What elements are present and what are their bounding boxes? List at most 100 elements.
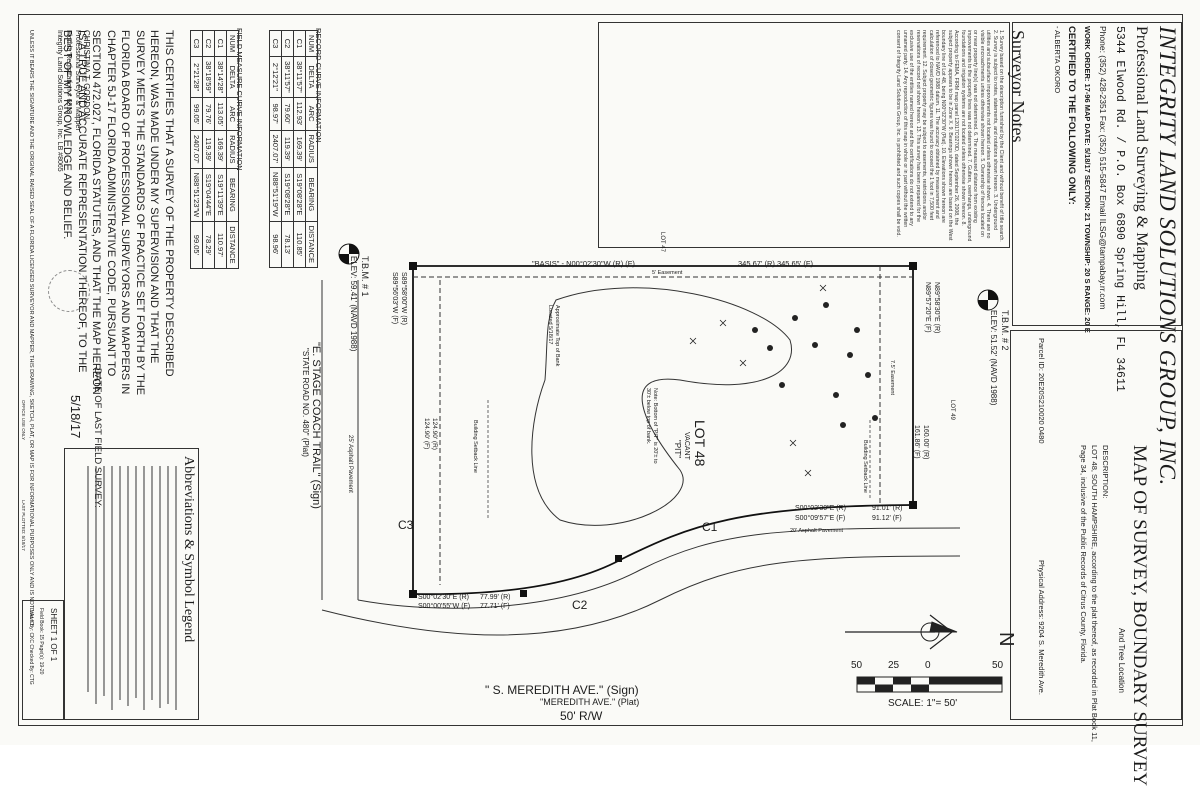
header-cell: RADIUS (226, 130, 239, 169)
table-cell: 78.29' (202, 221, 215, 269)
last-plotted: LAST PLOTTED: 5/18/17 (21, 500, 26, 551)
south2-bearing-field: S00°00'55"W (F) (418, 603, 471, 610)
building-setback-lines (487, 400, 871, 520)
setback-label-west: Building Setback Line (472, 420, 478, 473)
table-cell: C2 (281, 30, 294, 57)
legend-box (64, 448, 199, 720)
legend-entries (87, 466, 177, 710)
east-distance-field: 161.86' (F) (913, 425, 920, 459)
monument-icons (409, 262, 917, 598)
scale-tick: 0 (925, 660, 931, 671)
surveyor-notes-text: 1. Survey based on the description furni… (895, 30, 1005, 242)
map-title-box (1010, 330, 1182, 720)
table-cell: 119.39' (281, 130, 294, 168)
header-cell: DELTA (226, 56, 239, 98)
curve-c3-label: C3 (398, 518, 414, 532)
scale-tick: 50 (851, 660, 863, 671)
office-use: OFFICE USE ONLY (21, 400, 26, 441)
tbm-2-elevation: ELEV: 51.52' (NAVD 1988) (989, 310, 998, 406)
certified-to-heading: CERTIFIED TO THE FOLLOWING ONLY: (1066, 26, 1077, 205)
lot-48-label: LOT 48 (692, 420, 708, 467)
east-distance-record: 160.00' (R) (922, 425, 929, 460)
pit-outline (531, 287, 792, 526)
south-distance-record: 91.01' (R) (872, 505, 903, 512)
table-cell: 2°21'28" (190, 56, 203, 98)
east-easement: 7.5' Easement (889, 360, 895, 395)
table-cell: 38°11'57" (281, 56, 294, 98)
table-row: C1 38°14'28" 113.05' 169.39' S19°11'39"E… (214, 30, 227, 269)
surveyor-company: Integrity Land Solutions Group, Inc. LB … (56, 30, 63, 172)
table-cell: 2°12'21" (269, 56, 282, 98)
table-cell: 38°14'28" (214, 56, 227, 98)
table-cell: 113.05' (214, 97, 227, 131)
table-cell: 2407.07' (190, 130, 203, 169)
sheet-number: SHEET 1 OF 1 (49, 608, 58, 662)
parcel-id: Parcel ID: 20E20S210020 0480 (1037, 338, 1046, 444)
table-cell: 112.93' (293, 97, 306, 130)
lot-boundary (412, 265, 914, 596)
header-cell: BEARING (305, 167, 318, 222)
lot-49-label: LOT 49 (949, 400, 955, 420)
table-cell: C3 (190, 30, 203, 57)
surveyor-notes-title: Surveyor Notes (1008, 30, 1028, 143)
road-south-label: " S. MEREDITH AVE." (Sign) (485, 683, 639, 697)
table-cell: 99.05' (190, 97, 203, 131)
table-cell: C3 (269, 30, 282, 57)
road-south-plat: "MEREDITH AVE." (Plat) (540, 697, 640, 707)
map-subtitle: And Tree Location (1117, 628, 1126, 693)
table-cell: 119.39' (202, 130, 215, 169)
south-bearing-record: S00°02'30"E (R) (795, 505, 846, 512)
table-cell: 110.97' (214, 221, 227, 269)
surveyor-name: CHRISTINA T. GORDON, (82, 30, 91, 122)
pit-note: Note: Bottom of "PIT" is 20'± to 30'± be… (645, 388, 659, 464)
surveyor-notes-box (598, 22, 1010, 248)
road-east-plat: "STATE ROAD NO. 480" (Plat) (301, 348, 310, 457)
physical-address: Physical Address: 9204 S. Meredith Ave. (1037, 560, 1046, 695)
scale-bar (856, 676, 1003, 693)
last-survey-date: 5/18/17 (68, 395, 83, 439)
header-cell: ARC (305, 97, 318, 130)
header-cell: BEARING (226, 168, 239, 222)
field-book: Field Book: 15 Page(s): 19-20 (38, 608, 44, 675)
road-edges (321, 266, 961, 636)
east-bearing-field: N89°57'20"E (F) (924, 282, 931, 333)
seal-note: UNLESS IT BEARS THE SIGNATURE AND THE OR… (28, 30, 34, 627)
table-cell: 79.60' (281, 97, 294, 130)
south2-distance-record: 77.99' (R) (480, 594, 511, 601)
bank-label: Approximate Top of Bank Located 5/18/17 (547, 305, 561, 367)
survey-map: N (321, 243, 1017, 693)
table-cell: 79.76' (202, 97, 215, 131)
north-arrow-icon (845, 614, 958, 650)
west-bearing-field: S89°56'03"W (F) (391, 272, 398, 325)
table-row: C2 38°18'59" 79.76' 119.39' S19°04'44"E … (202, 30, 215, 269)
pit-label: "PIT" (673, 440, 682, 459)
lot-47-label: LOT 47 (659, 232, 665, 252)
west-distance-field: 124.90' (F) (423, 418, 430, 450)
surveyor-title: Professional Surveyor & Mapper (74, 30, 81, 131)
north-easement: 5' Easement (652, 270, 683, 276)
table-cell: S19°11'39"E (214, 168, 227, 222)
south-distance-field: 91.12' (F) (872, 515, 902, 522)
header-cell: NUM (305, 30, 318, 57)
header-cell: ARC (226, 97, 239, 131)
table-cell: 169.39' (293, 130, 306, 168)
table-cell: 98.97' (269, 97, 282, 130)
company-subtitle: Professional Land Surveying & Mapping (1133, 26, 1150, 290)
road-east-label: "E. STAGE COACH TRAIL" (Sign) (310, 342, 322, 509)
benchmark-2-icon (977, 289, 999, 311)
company-contact: Phone: (352) 428-2351 Fax: (352) 515-584… (1098, 26, 1108, 310)
table-row: C3 2°21'28" 99.05' 2407.07' N88°51'23"W … (190, 30, 203, 269)
tbm-1-elevation: ELEV: 59.41' (NAVD 1988) (349, 256, 358, 352)
sheet-info-box (22, 600, 64, 720)
header-cell: DELTA (305, 56, 318, 98)
west-bearing-record: S89°58'00"W (R) (400, 272, 407, 325)
sheet-border (18, 14, 1183, 726)
table-cell: C2 (202, 30, 215, 57)
description-line-2: Page 34, inclusive of the Public Records… (1079, 445, 1088, 664)
surveyor-seal-area (48, 270, 90, 312)
table-cell: N88°51'23"W (190, 168, 203, 222)
tbm-2-label: T.B.M. # 2 (1000, 310, 1010, 351)
cross-marks (689, 284, 827, 477)
setback-label-east: Building Setback Line (862, 440, 868, 493)
map-title: MAP OF SURVEY, BOUNDARY SURVEY (1129, 445, 1150, 786)
